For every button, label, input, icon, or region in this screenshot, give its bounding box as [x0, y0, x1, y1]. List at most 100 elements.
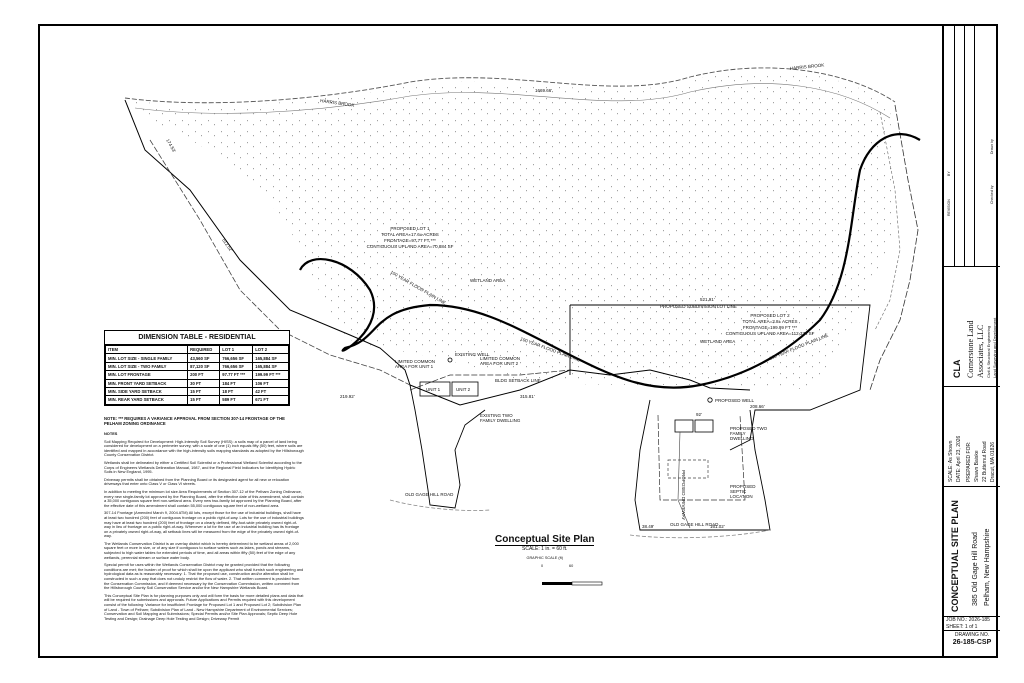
prepared-for-label: PREPARED FOR: — [966, 441, 972, 482]
notes-heading: NOTES — [104, 431, 118, 436]
note-paragraph: The Wetlands Conservation District is an… — [104, 540, 299, 560]
job-number: JOB NO.: 2026-185 — [946, 617, 990, 623]
dim-1669: 1669.66' — [535, 88, 552, 93]
table-row: MIN. FRONT YARD SETBACK 30 FT 184 FT 106… — [104, 378, 289, 388]
table-cell: 184 FT — [219, 378, 254, 388]
scale-bar-white — [571, 581, 603, 586]
firm-sub-1: Civil & Structural Engineering — [986, 325, 991, 378]
east-boundary-2 — [874, 111, 901, 331]
site-plan-drawing: ' ' — [124, 62, 921, 586]
variance-note: NOTE: *** REQUIRES A VARIANCE APPROVAL F… — [104, 416, 285, 426]
rev-col-2 — [954, 26, 965, 266]
drawing-title-block: CONCEPTUAL SITE PLAN 385 Old Gage Hill R… — [944, 486, 1000, 617]
dim-161: 161.02' — [710, 524, 725, 529]
table-cell: 97.77 FT *** — [219, 370, 254, 380]
unit-1-label: UNIT 1 — [426, 387, 441, 392]
drawing-sheet: ' ' — [38, 24, 1000, 658]
unit-2-footprint — [451, 381, 479, 397]
revision-header: REVISION — [947, 199, 951, 216]
drawn-by: Drawn by — [990, 139, 994, 154]
note-paragraph: This Conceptual Site Plan is for plannin… — [104, 592, 304, 621]
flood-plain-line — [299, 133, 921, 389]
scale-tick-60: 60 — [569, 564, 574, 568]
firm-block: CLA Cornerstone Land Associates, LLC Civ… — [944, 266, 1000, 387]
lot1-label-2: TOTAL AREA=17.6± ACRES — [381, 232, 439, 237]
harris-brook-label-2: HARRIS BROOK — [790, 62, 825, 71]
old-gage-hill-road-east — [629, 529, 771, 539]
road-label-1: OLD GAGE HILL ROAD — [405, 492, 454, 497]
by-header: BY — [947, 171, 951, 176]
plan-title: Conceptual Site Plan — [495, 534, 595, 546]
table-cell: MIN. LOT FRONTAGE — [104, 370, 189, 380]
existing-two-family-label-1: EXISTING TWO — [480, 413, 513, 418]
drawing-no-label: DRAWING NO. — [954, 632, 990, 638]
graphic-scale-label: GRAPHIC SCALE (ft) — [526, 556, 563, 560]
table-cell: MIN. LOT SIZE - TWO FAMILY — [104, 361, 189, 372]
table-cell: 766,656 SF — [219, 361, 254, 372]
note-paragraph: Wetlands shall be delineated by either a… — [104, 459, 302, 475]
lot2-label-1: PROPOSED LOT 2 — [750, 313, 790, 318]
proposed-dwelling-b — [694, 419, 714, 433]
harris-brook-line — [124, 67, 896, 104]
date-field: DATE: April 23, 2026 — [956, 435, 962, 482]
scale-tick-0: 0 — [541, 564, 544, 568]
scale-field: SCALE: As Shown — [948, 440, 954, 482]
note-paragraph: Soil Mapping Required for Development: H… — [104, 438, 304, 458]
table-cell: 106 FT — [252, 378, 289, 388]
proposed-well-label: PROPOSED WELL — [715, 398, 755, 403]
dim-174: 174.53' — [165, 138, 177, 153]
septic-label-3: LOCATION — [730, 494, 753, 499]
table-cell: 30 FT — [187, 378, 221, 388]
firm-sub-2: Land Surveying and Development — [992, 317, 997, 378]
dim-521: 521.91' — [700, 297, 715, 302]
lot1-label-3: FRONTAGE=97.77 FT *** — [384, 238, 436, 243]
table-cell: 43,560 SF — [187, 353, 221, 363]
table-cell: 15 FT — [187, 395, 221, 405]
table-header: LOT 1 — [219, 344, 254, 355]
old-gage-hill-road-west — [389, 499, 491, 511]
table-cell: MIN. FRONT YARD SETBACK — [104, 378, 189, 388]
lot2-label-4: CONTIGUOUS UPLAND AREA=112,374 SF — [726, 331, 815, 336]
proposed-well-symbol — [707, 397, 713, 403]
dim-38: 38.49' — [642, 524, 654, 529]
unit-1-footprint — [419, 381, 451, 397]
limited-common-a-1: LIMITED COMMON — [395, 359, 435, 364]
septic-label-2: SEPTIC — [730, 489, 747, 494]
table-header: ITEM — [104, 344, 189, 355]
site-address-1: 385 Old Gage Hill Road — [972, 532, 979, 606]
table-cell: 589 FT — [219, 395, 254, 405]
client-address-2: Dracut, MA 01826 — [990, 441, 996, 482]
table-cell: 766,656 SF — [219, 353, 254, 363]
wetland-area-label: WETLAND AREA — [470, 278, 505, 283]
note-paragraph: 307-14 Frontage (Amended March 9, 2004 A… — [104, 510, 304, 539]
drawing-number: 26-185-CSP — [952, 639, 992, 646]
table-header: REQUIRED — [187, 344, 221, 355]
rev-col-1 — [944, 26, 955, 266]
table-cell: 165,884 SF — [252, 361, 289, 372]
table-cell: 671 FT — [252, 395, 289, 405]
notes-block: NOTES Soil Mapping Required for Developm… — [104, 431, 304, 624]
two-family-label-2: FAMILY — [730, 431, 746, 436]
note-paragraph: Special permit for uses within the Wetla… — [104, 562, 304, 591]
site-address-2: Pelham, New Hampshire — [984, 528, 991, 606]
subdivision-lot-line — [570, 304, 871, 451]
lot1-label-4: CONTIGUOUS UPLAND AREA=70,884 SF — [367, 244, 454, 249]
proposed-driveway — [677, 431, 691, 529]
firm-logo-mark: CLA — [952, 359, 962, 379]
dimension-table: DIMENSION TABLE - RESIDENTIAL ITEM REQUI… — [104, 330, 290, 406]
east-boundary — [869, 104, 919, 391]
lot1-label-1: PROPOSED LOT 1 — [390, 226, 430, 231]
drawing-title: CONCEPTUAL SITE PLAN — [950, 500, 960, 612]
existing-well-label: EXISTING WELL — [455, 352, 490, 357]
dim-219: 219.92' — [340, 394, 355, 399]
scale-ticks: 0 60 — [495, 560, 594, 568]
proposed-dwelling-a — [674, 419, 694, 433]
septic-label-1: PROPOSED — [730, 484, 756, 489]
prepared-for-block: SCALE: As Shown DATE: April 23, 2026 PRE… — [944, 386, 1000, 487]
dim-512: 512.52' — [221, 238, 234, 253]
dim-92: 92' — [696, 412, 702, 417]
limited-common-b-1: LIMITED COMMON — [480, 356, 520, 361]
driveway-label: PROPOSED DRIVEWAY — [681, 470, 686, 520]
table-cell: MIN. LOT SIZE - SINGLE FAMILY — [104, 353, 189, 363]
table-cell: MIN. REAR YARD SETBACK — [104, 395, 189, 405]
